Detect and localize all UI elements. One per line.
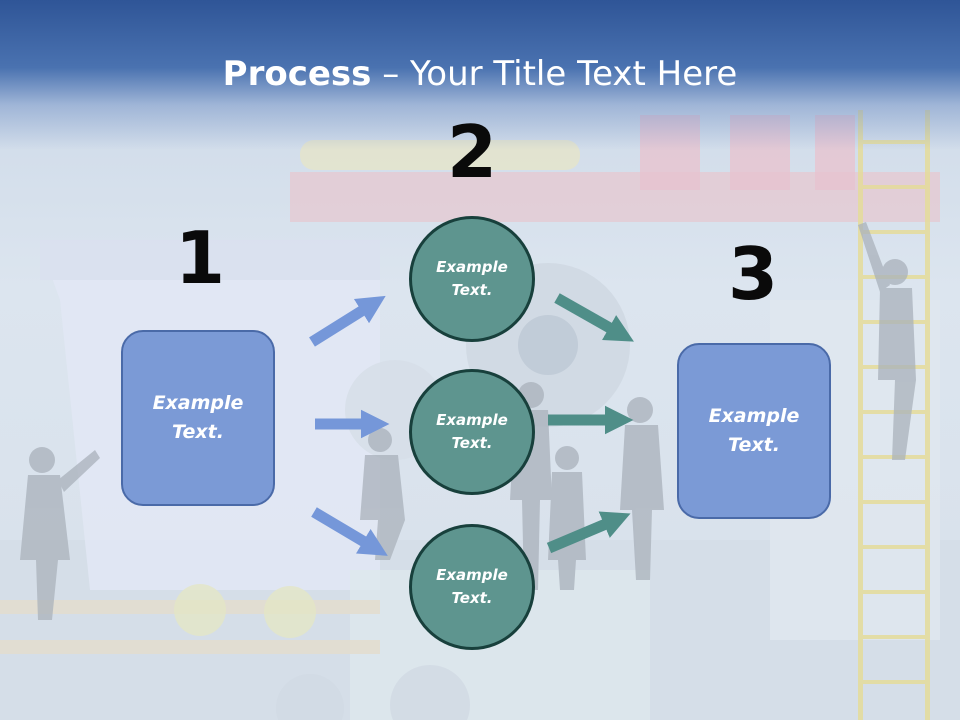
rail-shape (0, 640, 380, 654)
slide-title: Process – Your Title Text Here (0, 52, 960, 96)
arrow-top-to-right (554, 293, 634, 342)
process-circle-bottom: Example Text. (409, 524, 535, 650)
person-silhouette-icon (20, 447, 100, 620)
title-band (0, 0, 960, 150)
step-number-2: 2 (446, 110, 498, 194)
step-number-1: 1 (174, 216, 226, 300)
person-silhouette-icon (548, 446, 586, 590)
title-bold: Process (222, 54, 372, 94)
title-rest: Your Title Text Here (410, 54, 738, 94)
roller-shape (264, 586, 316, 638)
gear-icon (276, 674, 344, 720)
machine-lid-shape (40, 240, 380, 280)
title-separator: – (371, 54, 411, 94)
process-box-left: Example Text. (121, 330, 275, 506)
roller-shape (174, 584, 226, 636)
person-silhouette-icon (620, 397, 664, 580)
process-box-right: Example Text. (677, 343, 831, 519)
gear-hub-shape (518, 315, 578, 375)
process-circle-top: Example Text. (409, 216, 535, 342)
person-silhouette-icon (858, 222, 916, 460)
step-number-3: 3 (727, 232, 779, 316)
arrow-bottom-to-right (546, 511, 631, 554)
arrow-left-to-top (309, 295, 386, 347)
gear-icon (390, 665, 470, 720)
arrow-left-to-bottom (311, 507, 388, 556)
process-circle-middle: Example Text. (409, 369, 535, 495)
